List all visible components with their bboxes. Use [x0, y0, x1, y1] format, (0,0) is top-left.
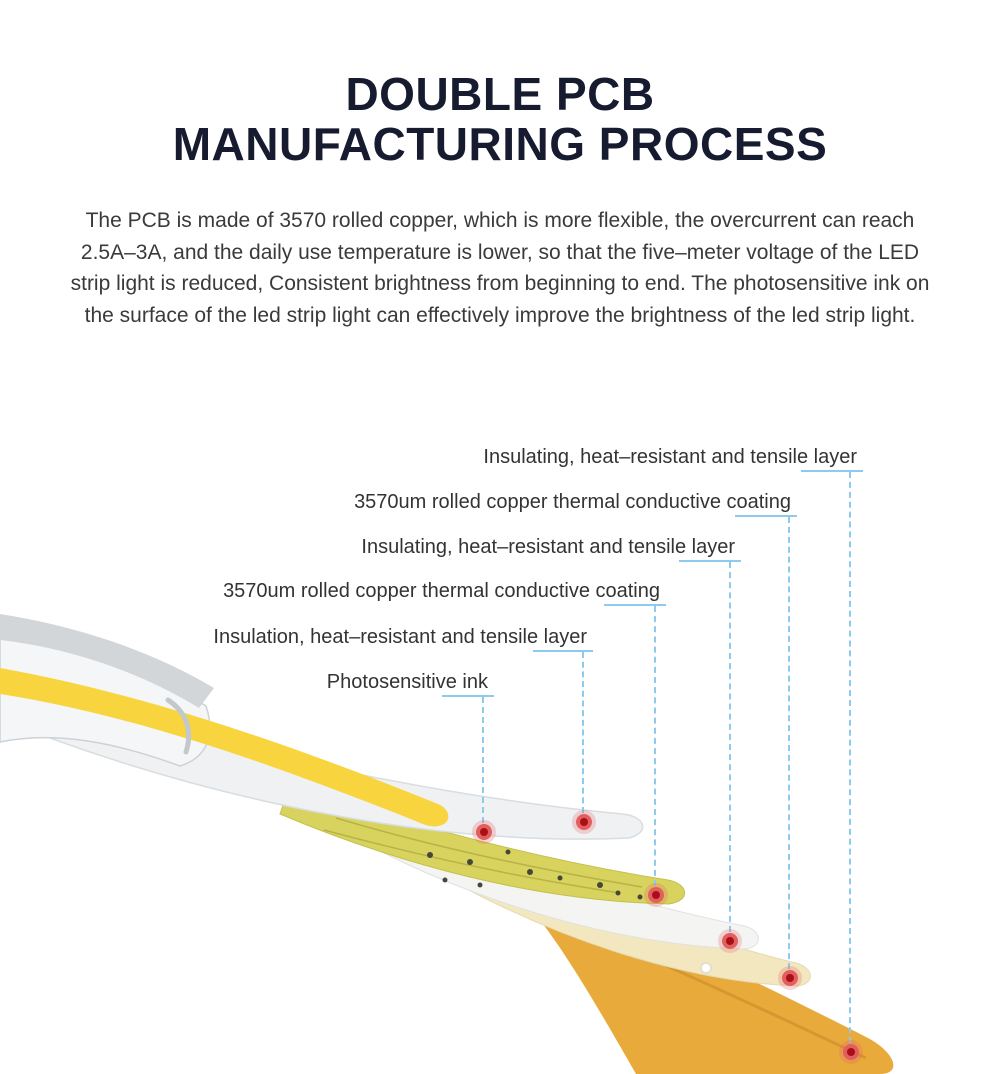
label-underline	[533, 650, 593, 652]
layer-label-copper-top: 3570um rolled copper thermal conductive …	[354, 491, 791, 513]
label-underline	[735, 515, 797, 517]
leader-line	[654, 606, 656, 886]
label-underline	[442, 695, 494, 697]
layer-label-copper-mid: 3570um rolled copper thermal conductive …	[223, 580, 660, 602]
marker-dot	[722, 933, 738, 949]
title-line-1: DOUBLE PCB	[345, 68, 655, 120]
led-strip-illustration	[0, 614, 894, 1074]
pcb-components	[427, 849, 643, 900]
leader-line	[482, 697, 484, 823]
tube-cut-edge	[165, 697, 192, 755]
label-underline	[801, 470, 863, 472]
layer-label-insulating-mid: Insulating, heat–resistant and tensile l…	[361, 536, 735, 558]
layer-label-insulation-bottom: Insulation, heat–resistant and tensile l…	[213, 626, 587, 648]
description-paragraph: The PCB is made of 3570 rolled copper, w…	[70, 209, 930, 327]
leader-line	[788, 517, 790, 969]
led-stripe-shape	[0, 668, 449, 827]
mounting-hole	[700, 962, 712, 974]
label-underline	[604, 604, 666, 606]
layer-label-insulating-top: Insulating, heat–resistant and tensile l…	[483, 446, 857, 468]
marker-dot	[476, 824, 492, 840]
leader-line	[729, 562, 731, 932]
pcb-trace-2	[323, 829, 621, 894]
marker-dot	[782, 970, 798, 986]
marker-dot	[648, 887, 664, 903]
marker-dot	[576, 814, 592, 830]
page-title: DOUBLE PCB MANUFACTURING PROCESS	[0, 0, 1000, 169]
layer-label-photosensitive-ink: Photosensitive ink	[326, 671, 488, 693]
label-underline	[679, 560, 741, 562]
outer-jacket-shape	[0, 614, 214, 708]
title-line-2: MANUFACTURING PROCESS	[172, 117, 828, 170]
leader-line	[849, 472, 851, 1043]
marker-dot	[843, 1044, 859, 1060]
pcb-trace-1	[335, 817, 643, 888]
exploded-layer-diagram: Insulating, heat–resistant and tensile l…	[0, 400, 1000, 1074]
leader-line	[582, 652, 584, 813]
